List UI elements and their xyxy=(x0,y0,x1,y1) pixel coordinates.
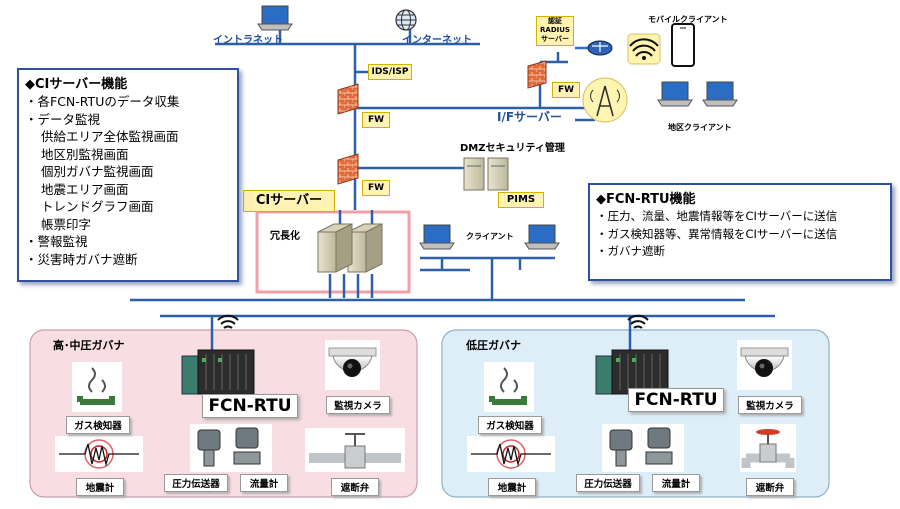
high-pressure-label: 圧力伝送器 xyxy=(164,474,228,492)
ci-box-line: 地震エリア画面 xyxy=(41,181,129,197)
router-icon xyxy=(587,40,613,56)
ci-box-title: ◆CIサーバー機能 xyxy=(25,77,128,92)
mobile-client-label: モバイルクライアント xyxy=(648,15,728,24)
gas-detector-icons xyxy=(72,362,534,412)
intranet-label: イントラネット xyxy=(213,35,283,46)
high-rtu-label: FCN-RTU xyxy=(202,394,298,418)
if-server-label: I/Fサーバー xyxy=(497,110,562,124)
high-area-title: 高･中圧ガバナ xyxy=(53,339,125,352)
ci-box-line: ・警報監視 xyxy=(25,234,88,249)
low-gas-detector-label: ガス検知器 xyxy=(478,416,542,434)
client-label: クライアント xyxy=(466,232,514,241)
low-camera-label: 監視カメラ xyxy=(738,396,802,414)
fcn-rtu-function-box: ◆FCN-RTU機能 ・圧力、流量、地震情報等をCIサーバーに送信 ・ガス検知器… xyxy=(588,183,892,281)
ci-box-line: 地区別監視画面 xyxy=(41,146,129,162)
high-valve-label: 遮断弁 xyxy=(331,478,379,496)
fcn-box-title: ◆FCN-RTU機能 xyxy=(596,192,696,207)
ci-box-line: トレンドグラフ画面 xyxy=(41,199,154,214)
firewall-icons xyxy=(337,60,547,185)
low-valve-label: 遮断弁 xyxy=(746,478,794,496)
ci-box-line: 供給エリア全体監視画面 xyxy=(41,129,179,144)
camera-icons xyxy=(325,340,792,390)
antenna-icon xyxy=(582,77,628,123)
wifi-icon xyxy=(627,33,661,65)
rtu-wireless-icons xyxy=(217,314,649,329)
high-camera-label: 監視カメラ xyxy=(326,396,390,414)
internet-label: インターネット xyxy=(402,35,472,46)
redundancy-label: 冗長化 xyxy=(270,231,300,242)
low-area-title: 低圧ガバナ xyxy=(466,339,521,352)
ci-server-label: CIサーバー xyxy=(243,190,335,212)
ci-box-line: ・データ監視 xyxy=(25,111,101,127)
low-pressure-label: 圧力伝送器 xyxy=(576,474,640,492)
high-gas-detector-label: ガス検知器 xyxy=(66,416,130,434)
fcn-box-line: ・ガバナ遮断 xyxy=(596,244,665,258)
ci-box-line: ・災害時ガバナ遮断 xyxy=(25,251,138,267)
fcn-box-line: ・ガス検知器等、異常情報をCIサーバーに送信 xyxy=(596,226,838,241)
auth-server-box: 認証 RADIUS サーバー xyxy=(536,16,574,46)
low-rtu-label: FCN-RTU xyxy=(628,388,724,412)
fw-label-2: FW xyxy=(362,180,390,196)
valve-icons xyxy=(305,424,796,472)
ci-box-line: ・各FCN-RTUのデータ収集 xyxy=(25,94,180,109)
low-flow-label: 流量計 xyxy=(652,474,700,492)
laptop-icons xyxy=(257,5,738,250)
fcn-box-line: ・圧力、流量、地震情報等をCIサーバーに送信 xyxy=(596,209,838,223)
high-seismometer-label: 地震計 xyxy=(76,478,124,496)
pims-box: PIMS xyxy=(498,192,544,208)
ci-box-line: 個別ガバナ監視画面 xyxy=(41,164,154,179)
redundancy-box xyxy=(255,210,411,294)
low-seismometer-label: 地震計 xyxy=(488,478,536,496)
pims-server-icons xyxy=(463,157,509,191)
area-client-label: 地区クライアント xyxy=(668,123,732,132)
ci-server-icons xyxy=(317,223,383,273)
globe-icon xyxy=(395,9,417,31)
dmz-label: DMZセキュリティ管理 xyxy=(460,143,565,154)
high-flow-label: 流量計 xyxy=(240,474,288,492)
ids-isp-box: IDS/ISP xyxy=(368,64,412,80)
seismometer-icons xyxy=(55,436,555,472)
fw-label-3: FW xyxy=(552,82,580,98)
fw-label-1: FW xyxy=(362,112,390,128)
smartphone-icon xyxy=(671,23,695,67)
ci-server-function-box: ◆CIサーバー機能 ・各FCN-RTUのデータ収集 ・データ監視 供給エリア全体… xyxy=(17,68,239,282)
ci-box-line: 帳票印字 xyxy=(41,216,92,232)
transmitter-icons xyxy=(190,424,684,472)
